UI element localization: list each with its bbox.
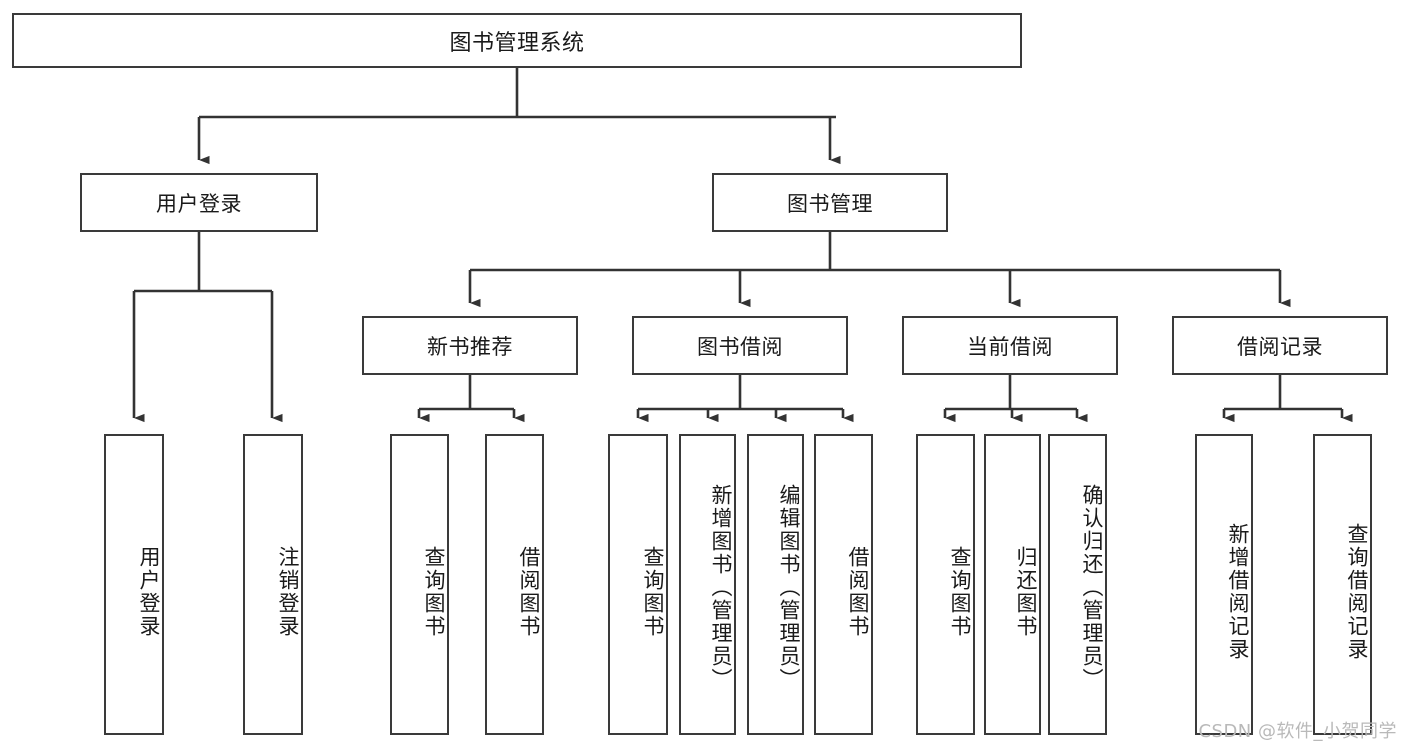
node-label: 查询图书: [422, 545, 446, 638]
node-label: 图书管理系统: [449, 30, 585, 56]
node-label: 归还图书: [1014, 545, 1038, 638]
node-new-book-recommend[interactable]: 新书推荐: [362, 316, 578, 375]
node-root[interactable]: 图书管理系统: [12, 13, 1022, 68]
leaf-edit-book[interactable]: 编辑图书（管理员）: [747, 434, 804, 735]
leaf-add-book[interactable]: 新增图书（管理员）: [679, 434, 736, 735]
node-label: 编辑图书（管理员）: [777, 484, 801, 691]
leaf-confirm-return[interactable]: 确认归还（管理员）: [1048, 434, 1107, 735]
node-label: 当前借阅: [967, 334, 1053, 359]
node-label: 借阅记录: [1237, 334, 1323, 359]
node-label: 图书管理: [787, 191, 873, 216]
node-label: 注销登录: [276, 545, 300, 638]
leaf-query-book-1[interactable]: 查询图书: [390, 434, 449, 735]
leaf-return-book[interactable]: 归还图书: [984, 434, 1041, 735]
leaf-query-book-3[interactable]: 查询图书: [916, 434, 975, 735]
node-label: 新增借阅记录: [1226, 522, 1250, 661]
node-label: 借阅图书: [517, 545, 541, 638]
node-current-borrow[interactable]: 当前借阅: [902, 316, 1118, 375]
node-label: 新书推荐: [427, 334, 513, 359]
leaf-borrow-book-2[interactable]: 借阅图书: [814, 434, 873, 735]
node-user-login[interactable]: 用户登录: [80, 173, 318, 232]
node-label: 图书借阅: [697, 334, 783, 359]
node-label: 查询图书: [948, 545, 972, 638]
leaf-user-login[interactable]: 用户登录: [104, 434, 164, 735]
leaf-add-borrow-record[interactable]: 新增借阅记录: [1195, 434, 1253, 735]
leaf-query-borrow-record[interactable]: 查询借阅记录: [1313, 434, 1372, 735]
node-borrow-record[interactable]: 借阅记录: [1172, 316, 1388, 375]
leaf-logout[interactable]: 注销登录: [243, 434, 303, 735]
watermark-text: CSDN @软件_小贺同学: [1198, 721, 1397, 742]
node-label: 用户登录: [137, 545, 161, 638]
node-book-manage[interactable]: 图书管理: [712, 173, 948, 232]
node-label: 查询借阅记录: [1345, 522, 1369, 661]
leaf-query-book-2[interactable]: 查询图书: [608, 434, 668, 735]
leaf-borrow-book-1[interactable]: 借阅图书: [485, 434, 544, 735]
node-label: 查询图书: [641, 545, 665, 638]
node-label: 用户登录: [156, 191, 242, 216]
node-book-borrow[interactable]: 图书借阅: [632, 316, 848, 375]
node-label: 借阅图书: [846, 545, 870, 638]
node-label: 新增图书（管理员）: [709, 484, 733, 691]
node-label: 确认归还（管理员）: [1080, 484, 1104, 691]
